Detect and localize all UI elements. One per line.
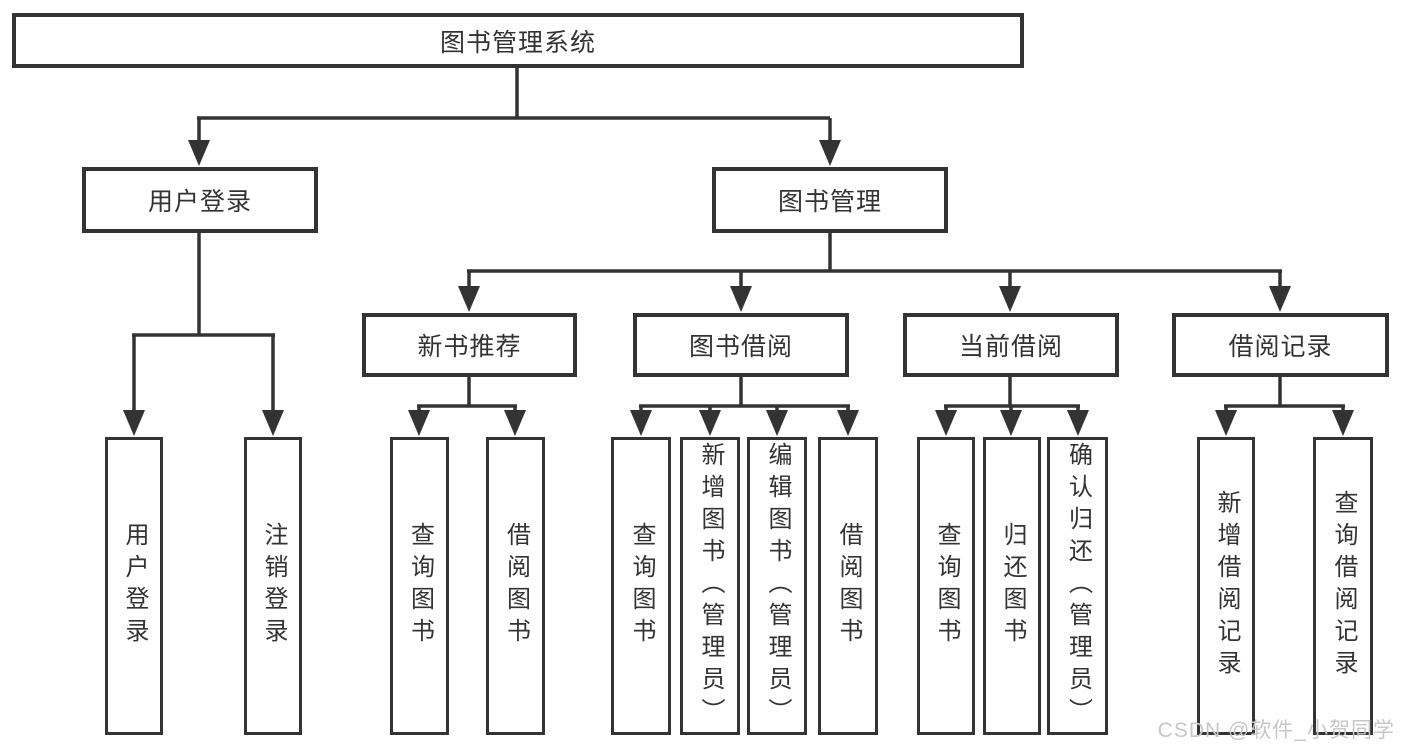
- leaf-borrow-query-books: 查询图书: [611, 437, 671, 735]
- node-borrow-records: 借阅记录: [1172, 313, 1389, 377]
- leaf-borrow-edit-books-admin-label: 编辑图书（管理员）: [764, 442, 791, 730]
- leaf-logout: 注销登录: [244, 437, 302, 735]
- leaf-records-add-record: 新增借阅记录: [1197, 437, 1255, 735]
- node-new-book-recommend: 新书推荐: [362, 313, 577, 377]
- leaf-current-return-books-label: 归还图书: [999, 522, 1026, 650]
- node-book-borrow-label: 图书借阅: [688, 333, 793, 361]
- csdn-watermark: CSDN @软件_小贺同学: [1157, 719, 1395, 742]
- node-current-borrow: 当前借阅: [903, 313, 1119, 377]
- leaf-logout-label: 注销登录: [260, 522, 287, 650]
- leaf-newrec-borrow-books-label: 借阅图书: [502, 522, 530, 650]
- edge-current-borrow-split: [935, 376, 1089, 436]
- node-user-login-label: 用户登录: [147, 188, 252, 216]
- node-root-system: 图书管理系统: [12, 13, 1024, 68]
- leaf-borrow-edit-books-admin: 编辑图书（管理员）: [747, 437, 807, 735]
- leaf-records-add-record-label: 新增借阅记录: [1213, 490, 1240, 682]
- leaf-borrow-add-books-admin: 新增图书（管理员）: [680, 437, 740, 735]
- node-book-management-label: 图书管理: [777, 188, 882, 216]
- leaf-newrec-query-books-label: 查询图书: [406, 522, 434, 650]
- edge-book-borrow-split: [630, 376, 859, 436]
- leaf-current-query-books-label: 查询图书: [933, 522, 960, 650]
- edge-new-book-rec-split: [408, 376, 526, 436]
- leaf-borrow-add-books-admin-label: 新增图书（管理员）: [697, 442, 724, 730]
- leaf-borrow-borrow-books-label: 借阅图书: [835, 522, 862, 650]
- leaf-newrec-borrow-books: 借阅图书: [486, 437, 545, 735]
- leaf-records-query-record-label: 查询借阅记录: [1330, 490, 1357, 682]
- leaf-current-return-books: 归还图书: [983, 437, 1041, 735]
- node-book-management: 图书管理: [712, 167, 948, 233]
- leaf-user-login: 用户登录: [105, 437, 163, 735]
- edge-root-split: [188, 67, 841, 166]
- edge-user-login-split: [123, 233, 284, 436]
- leaf-current-confirm-return-admin: 确认归还（管理员）: [1047, 437, 1108, 735]
- node-book-borrow: 图书借阅: [633, 313, 849, 377]
- node-user-login: 用户登录: [82, 167, 318, 233]
- node-current-borrow-label: 当前借阅: [958, 333, 1063, 361]
- leaf-borrow-borrow-books: 借阅图书: [818, 437, 878, 735]
- node-new-book-recommend-label: 新书推荐: [417, 333, 522, 361]
- leaf-records-query-record: 查询借阅记录: [1313, 437, 1373, 735]
- node-root-system-label: 图书管理系统: [439, 28, 596, 57]
- leaf-user-login-label: 用户登录: [121, 522, 148, 650]
- edge-borrow-records-split: [1215, 376, 1354, 436]
- leaf-borrow-query-books-label: 查询图书: [628, 522, 655, 650]
- node-borrow-records-label: 借阅记录: [1228, 333, 1333, 361]
- leaf-current-query-books: 查询图书: [917, 437, 975, 735]
- edge-book-mgmt-split: [458, 232, 1291, 312]
- leaf-current-confirm-return-admin-label: 确认归还（管理员）: [1064, 442, 1092, 730]
- leaf-newrec-query-books: 查询图书: [390, 437, 449, 735]
